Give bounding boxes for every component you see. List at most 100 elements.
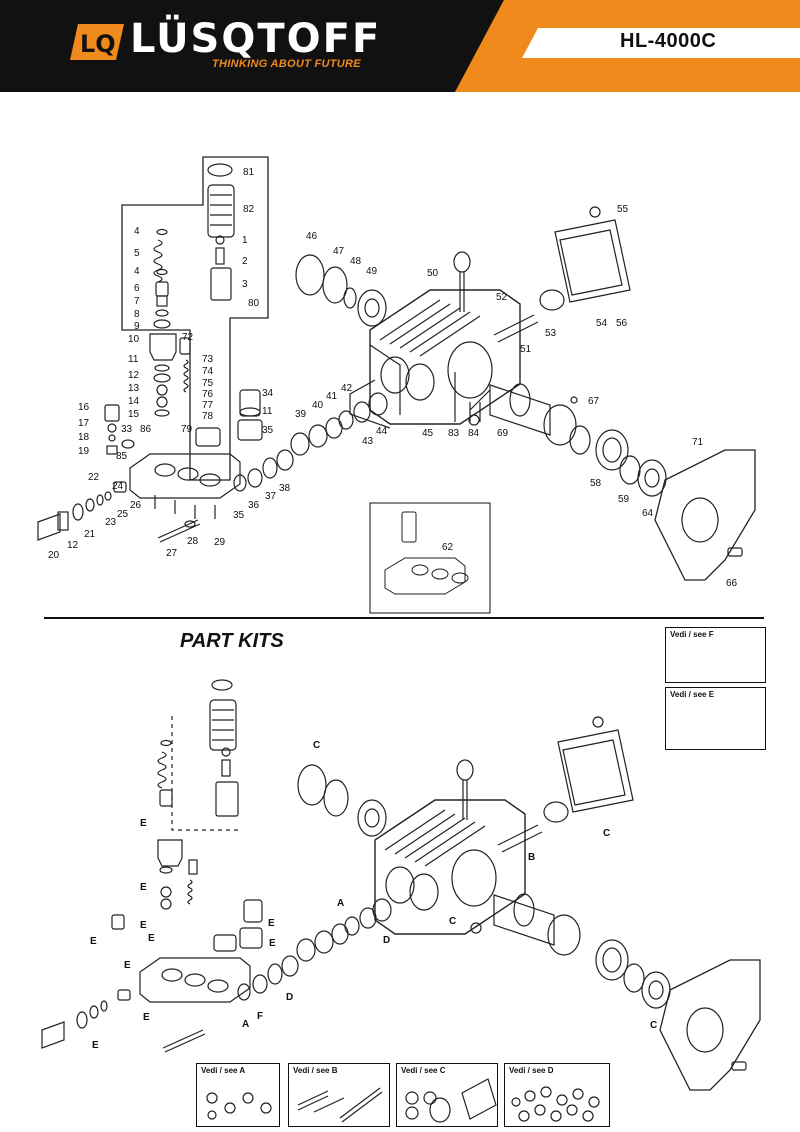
kit-letter: C [449,916,457,927]
kit-letter: C [650,1020,658,1031]
kit-letter: C [313,740,321,751]
kit-letter: B [528,852,536,863]
part-label: 35 [262,425,274,436]
part-label: 40 [312,400,324,411]
part-label: 13 [128,383,140,394]
kit-box-c-title: Vedi / see C [401,1066,446,1075]
part-label: 53 [545,328,557,339]
part-label: 9 [134,321,140,332]
part-label: 37 [265,491,277,502]
kit-letter: E [268,918,275,929]
part-label: 41 [326,391,338,402]
part-label: 64 [642,508,654,519]
part-label: 25 [117,509,129,520]
kit-box-c: Vedi / see C [396,1063,498,1127]
kit-box-d-title: Vedi / see D [509,1066,554,1075]
part-label: 16 [78,402,90,413]
kit-box-b-title: Vedi / see B [293,1066,338,1075]
part-label: 19 [78,446,90,457]
part-label: 56 [616,318,628,329]
part-label: 10 [128,334,140,345]
part-label: 55 [617,204,629,215]
part-label: 73 [202,354,214,365]
part-kits-title: PART KITS [180,630,284,652]
brand-logo-icon: LQ [70,22,126,67]
part-label: 6 [134,283,140,294]
part-label: 15 [128,409,140,420]
part-label: 20 [48,550,60,561]
kit-letter: C [603,828,611,839]
part-label: 1 [242,235,248,246]
part-label: 17 [78,418,90,429]
part-label: 42 [341,383,353,394]
part-label: 11 [128,354,139,365]
part-label: 43 [362,436,374,447]
page-header: LQ LÜSQTOFF THINKING ABOUT FUTURE HL-400… [0,0,800,92]
part-label: 28 [187,536,199,547]
part-label: 76 [202,389,214,400]
model-number: HL-4000C [620,30,717,52]
part-label: 50 [427,268,439,279]
logo-letters: LQ [80,30,116,58]
part-label-62: 62 [442,542,454,553]
part-label: 29 [214,537,226,548]
part-label: 27 [166,548,178,559]
part-label: 86 [140,424,152,435]
part-label: 69 [497,428,509,439]
part-label: 39 [295,409,307,420]
part-label: 36 [248,500,260,511]
kit-letter: E [124,960,131,971]
kit-letter: D [383,935,391,946]
part-label: 12 [128,370,140,381]
part-label: 81 [243,167,255,178]
part-label: 18 [78,432,90,443]
part-label: 3 [242,279,248,290]
part-label: 79 [181,424,193,435]
part-label: 4 [134,226,140,237]
part-label: 83 [448,428,460,439]
kit-letter: E [90,936,97,947]
part-label: 38 [279,483,291,494]
kit-letter: E [140,818,147,829]
part-label: 14 [128,396,140,407]
part-label: 35 [233,510,245,521]
part-label: 44 [376,426,388,437]
part-label: 22 [88,472,100,483]
kit-letter: F [257,1011,264,1022]
kit-letter: E [140,882,147,893]
part-label: 48 [350,256,362,267]
kit-box-a-title: Vedi / see A [201,1066,246,1075]
part-label: 66 [726,578,738,589]
brand-tagline: THINKING ABOUT FUTURE [212,58,361,70]
kit-letter: E [140,920,147,931]
kit-letter: E [148,933,155,944]
part-label: 51 [520,344,532,355]
section-divider [44,617,764,619]
kit-box-f: Vedi / see F [665,627,766,683]
kit-letter: A [337,898,345,909]
part-label: 54 [596,318,608,329]
part-label: 24 [112,481,124,492]
part-label: 85 [116,451,128,462]
kit-letter: E [143,1012,150,1023]
part-label: 75 [202,378,214,389]
kit-box-b: Vedi / see B [288,1063,390,1127]
kit-letter: E [92,1040,99,1051]
part-label: 84 [468,428,480,439]
part-label: 45 [422,428,434,439]
part-label: 77 [202,400,214,411]
kit-box-e: Vedi / see E [665,687,766,750]
part-label: 49 [366,266,378,277]
part-label: 12 [67,540,79,551]
part-label: 67 [588,396,600,407]
kit-letter: A [242,1019,250,1030]
part-label: 8 [134,309,140,320]
kit-letter: D [286,992,294,1003]
kit-box-f-title: Vedi / see F [670,630,714,639]
part-label: 47 [333,246,345,257]
part-label: 33 [121,424,133,435]
part-label: 46 [306,231,318,242]
kit-box-d: Vedi / see D [504,1063,610,1127]
part-label: 2 [242,256,248,267]
